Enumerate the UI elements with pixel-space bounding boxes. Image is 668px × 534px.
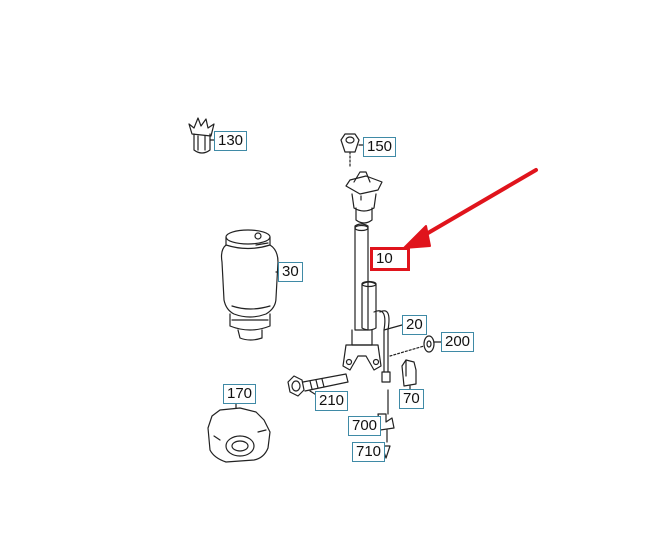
- part-10-strut: [342, 171, 383, 371]
- part-20-wire: [373, 310, 403, 383]
- callout-700[interactable]: 700: [348, 416, 382, 436]
- callout-130[interactable]: 130: [214, 131, 248, 151]
- callout-150[interactable]: 150: [363, 137, 397, 157]
- callout-710[interactable]: 710: [352, 442, 386, 462]
- callout-170[interactable]: 170: [223, 384, 257, 404]
- red-arrow-icon: [403, 168, 538, 249]
- callout-20[interactable]: 20: [402, 315, 427, 335]
- callout-30[interactable]: 30: [278, 262, 303, 282]
- callout-200[interactable]: 200: [441, 332, 475, 352]
- callout-10[interactable]: 10: [370, 247, 410, 271]
- callout-70[interactable]: 70: [399, 389, 424, 409]
- callout-210[interactable]: 210: [315, 391, 349, 411]
- part-200-washer: [389, 335, 443, 357]
- part-30-airspring: [220, 229, 281, 341]
- part-70-clip: [401, 359, 417, 393]
- part-170-cover: [207, 403, 271, 463]
- part-210-bolt: [287, 373, 349, 397]
